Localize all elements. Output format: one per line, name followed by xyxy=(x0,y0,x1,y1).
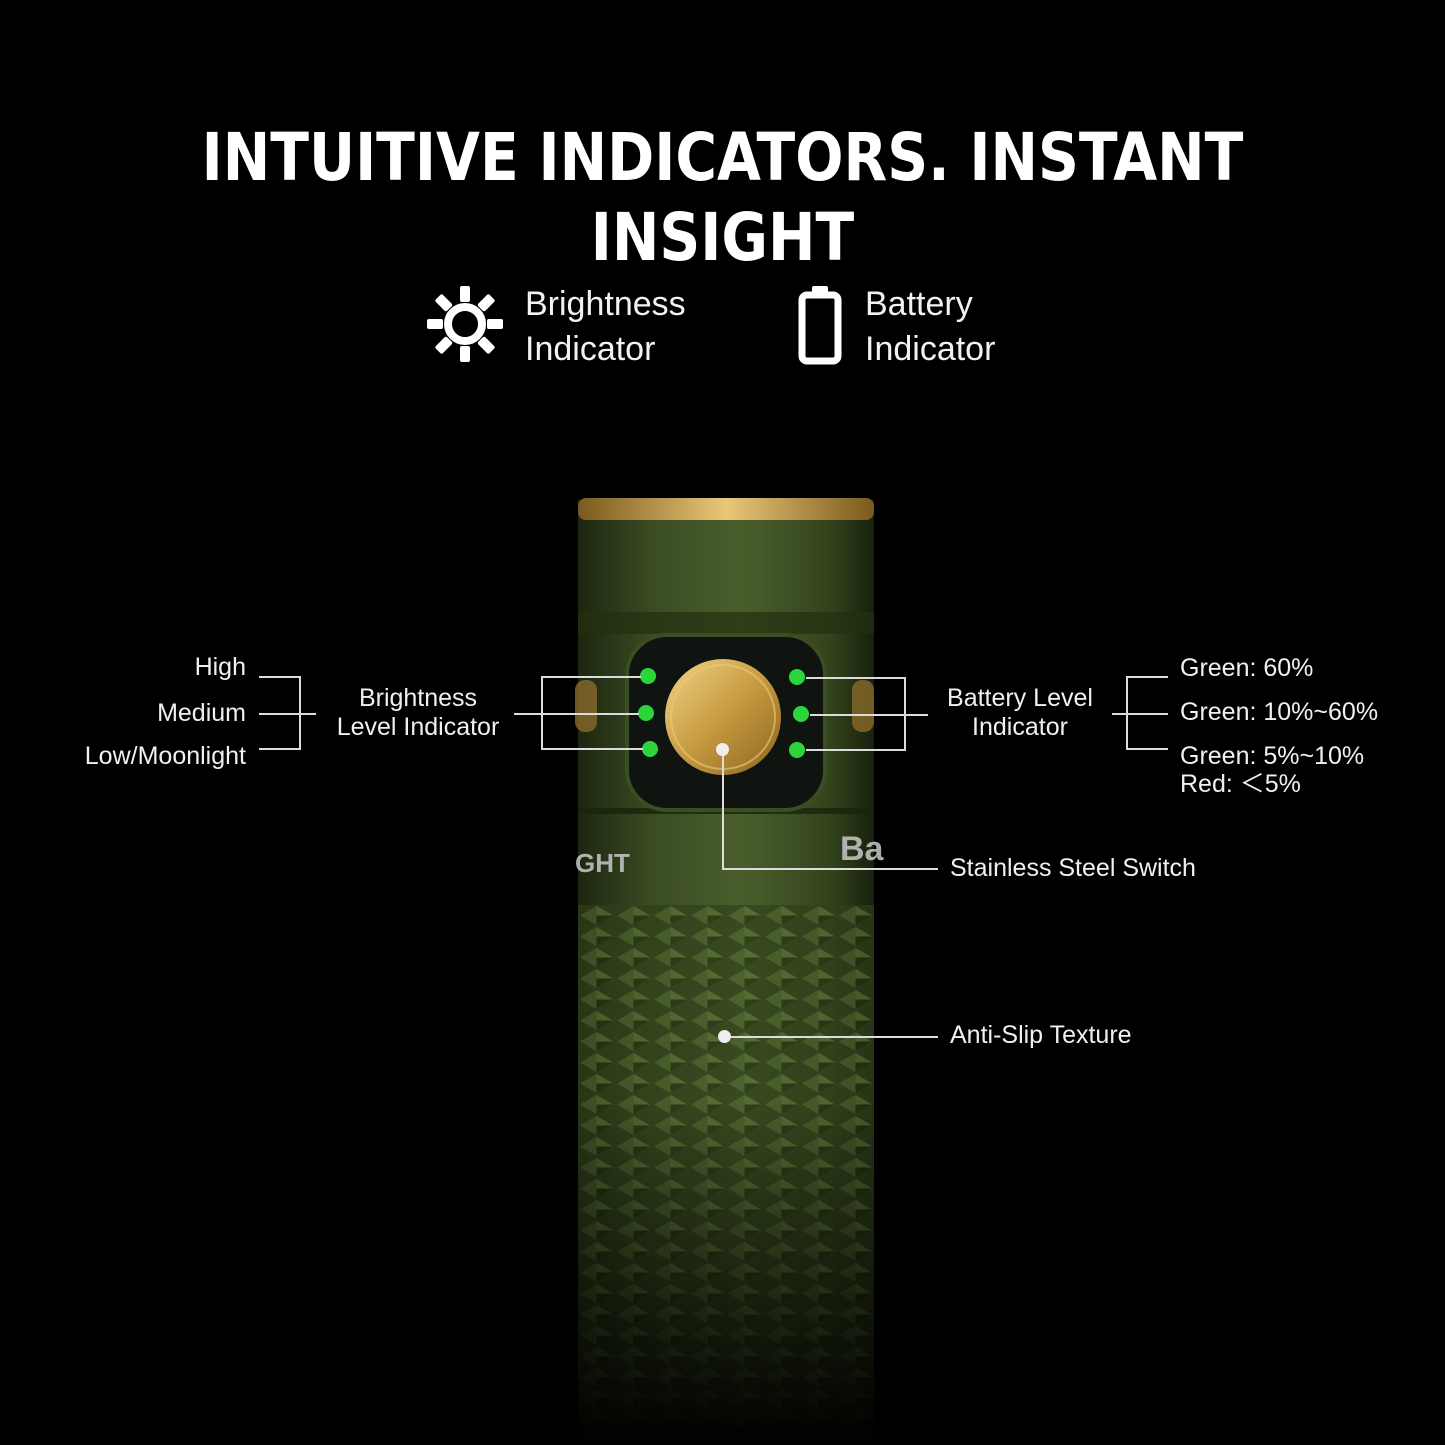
bracket-line xyxy=(806,749,906,751)
sun-icon xyxy=(427,286,503,362)
bracket-line xyxy=(806,677,906,679)
bracket-line xyxy=(514,713,542,715)
battery-level-medium: Green: 10%~60% xyxy=(1180,698,1379,726)
texture-callout-line xyxy=(725,1036,938,1038)
battery-label-line1: Battery Level xyxy=(947,684,1093,712)
brightness-legend-line1: Brightness xyxy=(525,285,686,323)
bracket-line xyxy=(541,713,639,715)
brightness-legend-line2: Indicator xyxy=(525,330,656,368)
headline: INTUITIVE INDICATORS. INSTANT INSIGHT xyxy=(201,119,1244,276)
brightness-level-medium: Medium xyxy=(157,699,246,727)
bracket-line xyxy=(259,748,301,750)
switch-callout-dot xyxy=(716,743,729,756)
bracket-line xyxy=(541,676,641,678)
battery-level-low: Green: 5%~10% xyxy=(1180,742,1365,770)
battery-legend-label: Battery Indicator xyxy=(865,282,995,372)
bracket-line xyxy=(1126,748,1168,750)
battery-level-indicator-label: Battery Level Indicator xyxy=(925,684,1115,742)
brightness-label-line1: Brightness xyxy=(358,684,478,712)
svg-text:GHT: GHT xyxy=(575,848,630,878)
bracket-line xyxy=(541,748,643,750)
switch-callout-line xyxy=(722,868,938,870)
switch-label: Stainless Steel Switch xyxy=(950,854,1196,882)
bracket-line xyxy=(299,713,316,715)
battery-legend-line2: Indicator xyxy=(865,330,996,368)
battery-legend-line1: Battery xyxy=(865,285,973,323)
bracket-line xyxy=(259,676,301,678)
texture-label: Anti-Slip Texture xyxy=(950,1021,1132,1049)
bracket-line xyxy=(1126,676,1168,678)
brightness-level-high: High xyxy=(194,653,246,681)
battery-level-high: Green: 60% xyxy=(1180,654,1314,682)
battery-label-line2: Indicator xyxy=(972,713,1068,741)
bracket-line xyxy=(1112,713,1128,715)
battery-icon xyxy=(798,286,842,365)
bracket-line xyxy=(904,714,928,716)
bracket-line xyxy=(810,714,906,716)
brightness-label-line2: Level Indicator xyxy=(336,713,500,741)
brightness-legend-label: Brightness Indicator xyxy=(525,282,686,372)
svg-text:Ba: Ba xyxy=(840,830,885,868)
battery-level-critical: Red: ＜5% xyxy=(1180,770,1301,798)
brightness-level-indicator-label: Brightness Level Indicator xyxy=(318,684,518,742)
switch-callout-line xyxy=(722,749,724,869)
bracket-line xyxy=(1126,713,1168,715)
brightness-level-low: Low/Moonlight xyxy=(84,742,246,770)
texture-callout-dot xyxy=(718,1030,731,1043)
bracket-line xyxy=(259,713,301,715)
